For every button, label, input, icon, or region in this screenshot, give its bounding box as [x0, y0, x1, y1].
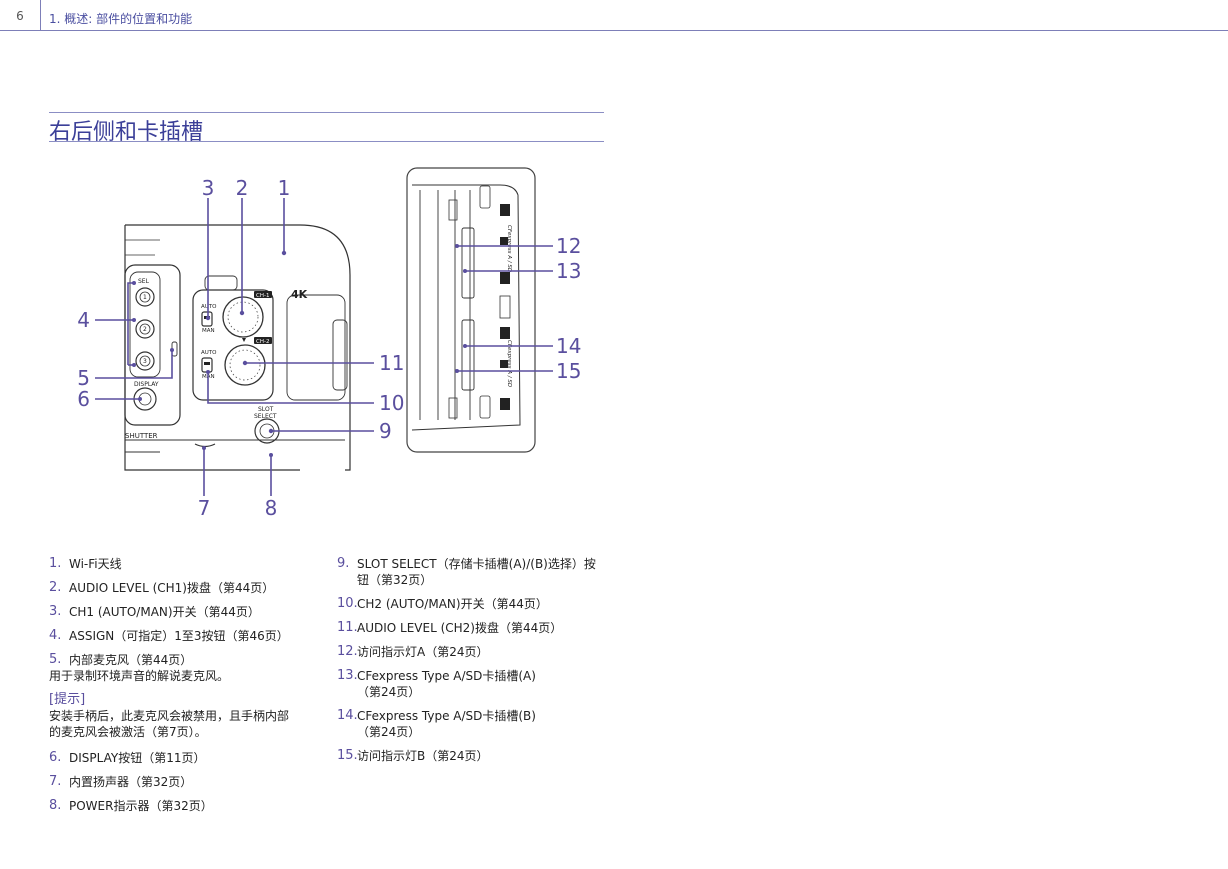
- label-card-b: CFexpress A / SD: [506, 340, 512, 387]
- label-auto-1: AUTO: [201, 304, 217, 310]
- callout-4: 4: [77, 308, 90, 332]
- callout-3: 3: [202, 176, 215, 200]
- card-slot-panel: [406, 167, 536, 453]
- list-item: 11.AUDIO LEVEL (CH2)拨盘（第44页）: [337, 620, 563, 635]
- list-item: 3.CH1 (AUTO/MAN)开关（第44页）: [49, 604, 260, 619]
- callout-10: 10: [379, 391, 404, 415]
- label-select: SELECT: [254, 413, 277, 420]
- left-parts-list: 1.Wi-Fi天线 2.AUDIO LEVEL (CH1)拨盘（第44页） 3.…: [49, 556, 324, 814]
- callout-11: 11: [379, 351, 404, 375]
- dial-ch1: [222, 296, 264, 338]
- list-item: 1.Wi-Fi天线: [49, 556, 122, 571]
- list-item: 13.CFexpress Type A/SD卡插槽(A)（第24页）: [337, 668, 536, 699]
- list-item: 10.CH2 (AUTO/MAN)开关（第44页）: [337, 596, 548, 611]
- callout-12: 12: [556, 234, 581, 258]
- list-item: 2.AUDIO LEVEL (CH1)拨盘（第44页）: [49, 580, 275, 595]
- list-item: 14.CFexpress Type A/SD卡插槽(B)（第24页）: [337, 708, 536, 739]
- card-slot-b: [461, 319, 475, 391]
- label-shutter: SHUTTER: [125, 432, 158, 440]
- header-separator: [40, 0, 41, 30]
- dial-ch2: [224, 344, 266, 386]
- callout-8: 8: [265, 496, 278, 520]
- callout-15: 15: [556, 359, 581, 383]
- right-parts-list: 9.SLOT SELECT（存储卡插槽(A)/(B)选择）按钮（第32页） 10…: [337, 556, 607, 764]
- label-ch2: CH-2: [256, 339, 269, 345]
- callout-6: 6: [77, 387, 90, 411]
- callout-1: 1: [278, 176, 291, 200]
- header-rule: [0, 30, 1228, 31]
- body-outline: [125, 224, 351, 471]
- chapter-title: 1. 概述: 部件的位置和功能: [49, 12, 193, 26]
- callout-9: 9: [379, 419, 392, 443]
- label-man-1: MAN: [202, 328, 215, 334]
- label-slot: SLOT: [258, 406, 274, 413]
- list-item: 6.DISPLAY按钮（第11页）: [49, 750, 206, 765]
- label-sel: SEL: [138, 278, 150, 285]
- list-item: 9.SLOT SELECT（存储卡插槽(A)/(B)选择）按钮（第32页）: [337, 556, 596, 587]
- page-number: 6: [16, 9, 24, 23]
- list-item: 12.访问指示灯A（第24页）: [337, 644, 489, 659]
- card-slot-a: [461, 227, 475, 299]
- tip-heading: [提示]: [49, 692, 86, 707]
- tip-line-1: 安装手柄后，此麦克风会被禁用，且手柄内部: [49, 709, 290, 723]
- callout-13: 13: [556, 259, 581, 283]
- callout-14: 14: [556, 334, 581, 358]
- label-display: DISPLAY: [134, 381, 159, 388]
- label-btn1: 1: [143, 294, 147, 301]
- label-btn3: 3: [143, 358, 147, 365]
- callout-5: 5: [77, 366, 90, 390]
- tip-line-2: 的麦克风会被激活（第7页）。: [49, 725, 207, 739]
- list-item: 15.访问指示灯B（第24页）: [337, 748, 489, 763]
- list-item: 4.ASSIGN（可指定）1至3按钮（第46页）: [49, 628, 289, 643]
- callout-7: 7: [198, 496, 211, 520]
- assign-panel: [124, 264, 181, 426]
- brand-4k: 4K: [291, 288, 308, 301]
- list-item: 5.内部麦克风（第44页）: [49, 652, 193, 667]
- label-btn2: 2: [143, 326, 147, 333]
- list-item: 7.内置扬声器（第32页）: [49, 774, 193, 789]
- label-ch1: CH-1: [256, 293, 269, 299]
- section-rule-bottom: [49, 141, 604, 142]
- list-item: 8.POWER指示器（第32页）: [49, 798, 213, 813]
- label-card-a: CFexpress A / SD: [506, 225, 512, 272]
- label-auto-2: AUTO: [201, 350, 217, 356]
- callout-2: 2: [236, 176, 249, 200]
- mic-description: 用于录制环境声音的解说麦克风。: [49, 669, 230, 683]
- section-title: 右后侧和卡插槽: [49, 120, 204, 145]
- section-rule-top: [49, 112, 604, 113]
